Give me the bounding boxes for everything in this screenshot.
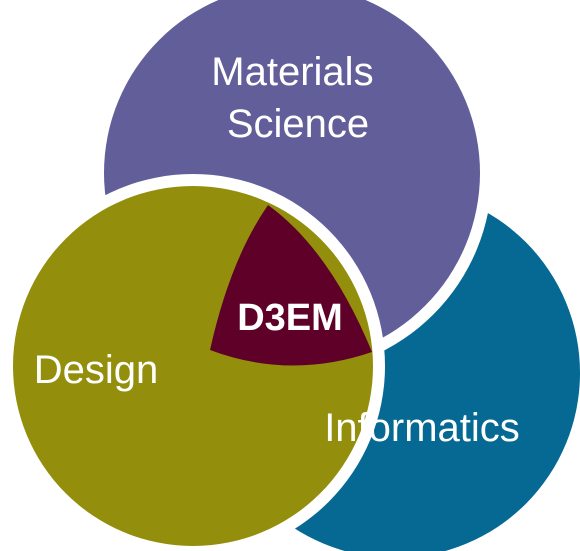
materials-science-label-line-1: Materials (211, 50, 373, 94)
center-label: D3EM (237, 297, 343, 339)
materials-science-label: Materials Science (211, 50, 384, 146)
design-label: Design (34, 348, 159, 392)
materials-science-label-line-2: Science (227, 102, 369, 146)
informatics-label: Informatics (324, 406, 520, 450)
center-overlap (210, 205, 372, 366)
